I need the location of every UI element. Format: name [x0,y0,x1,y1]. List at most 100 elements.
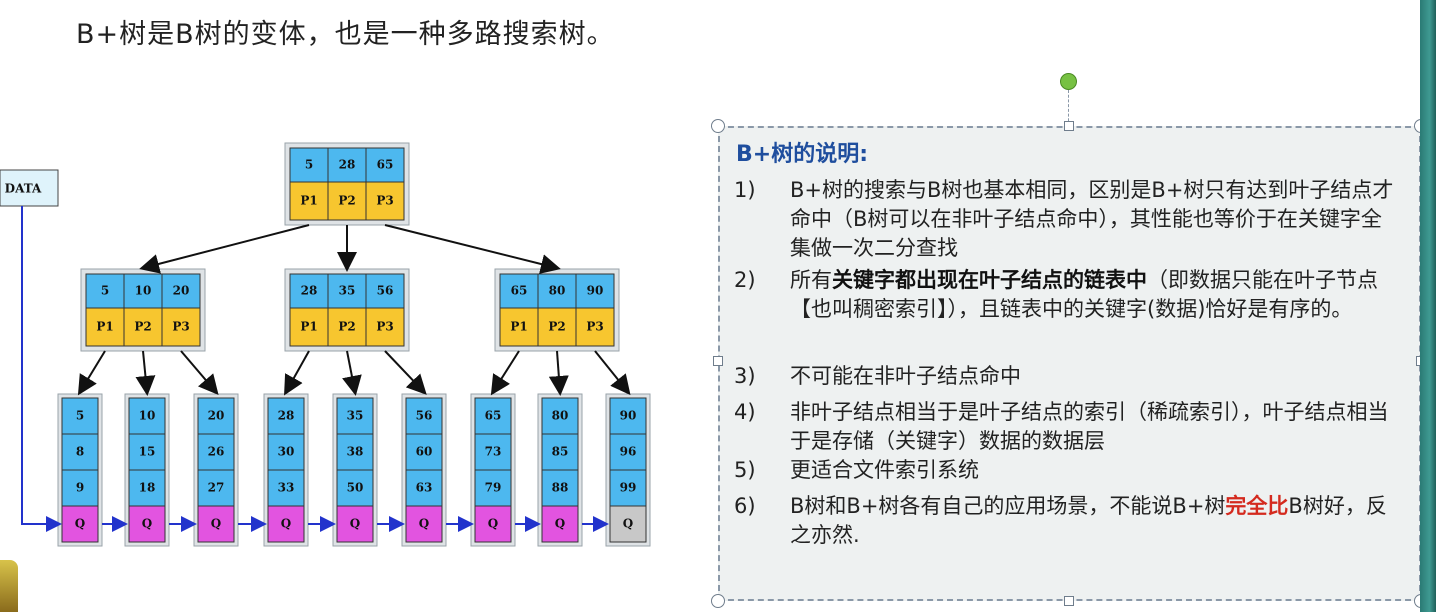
leaf-node-key: 27 [208,481,225,495]
root-node-key-cell [365,147,405,183]
internal-node-ptr: P2 [338,320,355,334]
root-node-key: 28 [339,158,356,172]
item-number: 2) [734,268,756,292]
tree-edge-arrow [180,350,219,396]
item-number: 6) [734,494,756,518]
data-link-arrow [21,206,62,532]
internal-node-ptr: P3 [586,320,603,334]
item-text: B树和B+树各有自己的应用场景，不能说B+树完全比B树好，反之亦然. [790,492,1402,550]
item-text: 不可能在非叶子结点命中 [790,362,1402,391]
leaf-node-key-cell [609,433,647,471]
leaf-node-key: 88 [552,481,569,495]
leaf-node-q-cell [61,505,99,543]
tree-edge-arrow [490,350,520,396]
internal-node-key: 56 [377,284,394,298]
corner-app-icon [0,560,18,612]
tree-edge-arrow [548,350,569,396]
leaf-node-key: 90 [620,409,637,423]
internal-node-key-cell [289,273,329,309]
internal-node-key: 28 [301,284,318,298]
text-run: 更适合文件索引系统 [790,458,979,482]
tree-edge-arrow [594,350,631,396]
internal-node-key: 35 [339,284,356,298]
tree-edge-arrow [342,350,362,396]
leaf-node-q: Q [488,517,498,531]
text-run: （即数据只能在叶子节点【也叫稠密索引】），且链表中的关键字(数据)恰好是有序的。 [790,268,1378,321]
leaf-node-key: 33 [278,481,295,495]
leaf-node-key-cell [197,469,235,507]
text-run: B树和B+树各有自己的应用场景，不能说B+树 [790,494,1226,518]
text-run: B树好，反之亦然. [790,494,1387,547]
leaf-node-q-cell [336,505,374,543]
leaf-node-key-cell [197,433,235,471]
leaf-node-key: 73 [485,445,502,459]
leaf-node-key: 50 [347,481,364,495]
leaf-node-key-cell [336,469,374,507]
leaf-node-key: 28 [278,409,295,423]
leaf-node-key: 9 [76,481,84,495]
item-number: 1) [734,178,756,202]
leaf-node-key-cell [267,469,305,507]
root-node-ptr-cell [327,181,367,221]
item-text: 所有关键字都出现在叶子结点的链表中（即数据只能在叶子节点【也叫稠密索引】），且链… [790,266,1402,324]
item-number: 5) [734,458,756,482]
internal-node-ptr-cell [537,307,577,347]
internal-node-key-cell [123,273,163,309]
leaf-node-key: 63 [416,481,433,495]
leaf-node-q: Q [555,517,565,531]
text-run: 不可能在非叶子结点命中 [790,364,1021,388]
leaf-node-key: 56 [416,409,433,423]
resize-handle-top[interactable] [1064,121,1074,131]
data-box [0,169,59,207]
leaf-node-q-cell [128,505,166,543]
internal-node-ptr: P1 [300,320,317,334]
resize-handle-top-left[interactable] [711,119,725,133]
leaf-node-key: 5 [76,409,84,423]
data-label: DATA [5,182,42,196]
explanation-textbox[interactable]: B+树的说明: 1)B+树的搜索与B树也基本相同，区别是B+树只有达到叶子结点才… [718,126,1421,601]
leaf-node-key-cell [61,469,99,507]
leaf-node-key: 96 [620,445,637,459]
leaf-node-key-cell [474,469,512,507]
leaf-node-key-cell [609,397,647,435]
leaf-node-key: 10 [139,409,156,423]
leaf-node-key-cell [336,433,374,471]
internal-node-ptr-cell [499,307,539,347]
leaf-node-key-cell [541,433,579,471]
rotate-handle[interactable] [1060,73,1077,90]
internal-node-key: 65 [511,284,528,298]
resize-handle-left[interactable] [713,356,723,366]
internal-node-key: 90 [587,284,604,298]
internal-node-ptr-cell [327,307,367,347]
tree-edge-arrow [384,224,561,274]
leaf-node-key: 30 [278,445,295,459]
leaf-node-key: 38 [347,445,364,459]
root-node-ptr-cell [289,181,329,221]
rotate-connector [1068,90,1069,126]
bplus-tree-diagram: DATA5P128P265P35P110P220P328P135P256P365… [0,142,651,547]
leaf-node-key: 80 [552,409,569,423]
leaf-node-q: Q [211,517,221,531]
leaf-node-key-cell [61,397,99,435]
internal-node-ptr-cell [289,307,329,347]
leaf-node-key-cell [128,433,166,471]
internal-node-key: 10 [135,284,152,298]
internal-node-ptr: P2 [548,320,565,334]
leaf-node-key: 79 [485,481,502,495]
leaf-node-q: Q [350,517,360,531]
internal-node-ptr-cell [161,307,201,347]
leaf-node-key-cell [405,433,443,471]
text-run: 所有 [790,268,832,292]
leaf-node-key-cell [541,469,579,507]
leaf-node-key-cell [267,433,305,471]
textbox-title: B+树的说明: [736,142,869,167]
root-node-ptr: P3 [376,194,393,208]
leaf-node-key-cell [128,469,166,507]
leaf-node-key-cell [61,433,99,471]
leaf-node-q-cell [609,505,647,543]
resize-handle-bottom[interactable] [1064,596,1074,606]
leaf-node-key: 8 [76,445,84,459]
resize-handle-bottom-left[interactable] [711,594,725,608]
internal-node-ptr: P3 [376,320,393,334]
leaf-node-key: 85 [552,445,569,459]
